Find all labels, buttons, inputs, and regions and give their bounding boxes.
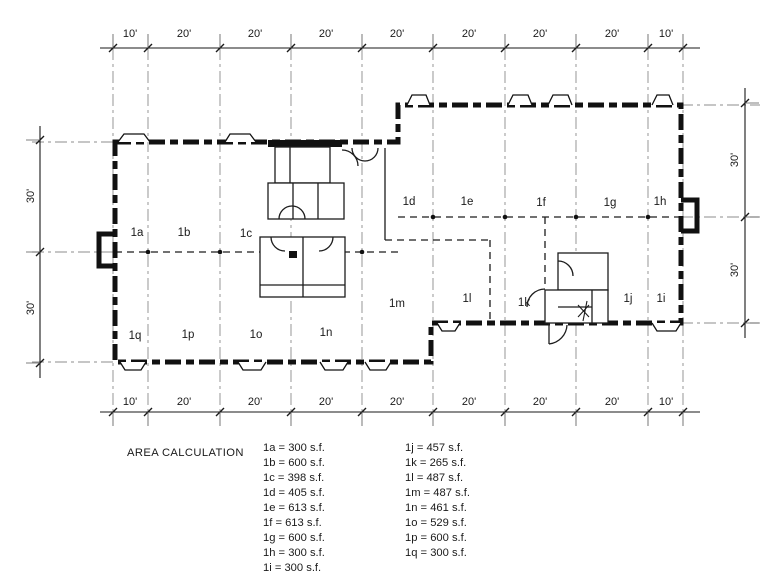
area-line: 1l = 487 s.f. [405,472,463,484]
room-label: 1c [240,228,252,240]
area-line: 1d = 405 s.f. [263,487,325,499]
dim-label: 20' [533,28,547,40]
area-line: 1k = 265 s.f. [405,457,466,469]
core-left [259,140,386,298]
room-label: 1b [178,227,191,239]
area-line: 1a = 300 s.f. [263,442,325,454]
area-calculation: AREA CALCULATION 1a = 300 s.f. 1b = 600 … [127,442,470,574]
grid-dot [359,249,365,255]
grid-horizontal-stubs [32,104,760,363]
dim-label: 20' [605,396,619,408]
grid-lines [32,48,760,412]
room-label: 1p [182,329,195,341]
entry-recess-left [96,231,115,269]
dim-label: 20' [248,28,262,40]
dim-label: 10' [659,396,673,408]
room-label: 1j [624,293,633,305]
area-calculation-title: AREA CALCULATION [127,447,244,459]
dimension-lines: 10' 20' 20' 20' 20' 20' 20' 20' 10' 10' … [25,28,759,426]
room-label: 1q [129,330,142,342]
area-line: 1f = 613 s.f. [263,517,322,529]
dim-label: 30' [25,301,37,315]
parapet-notches [117,94,682,371]
core-right [526,252,609,345]
room-label: 1k [518,297,530,309]
area-line: 1e = 613 s.f. [263,502,325,514]
grid-dot [573,214,579,220]
demising-grid-dots [145,214,651,255]
room-label: 1n [320,327,333,339]
dim-label: 30' [729,263,741,277]
dim-label: 20' [319,28,333,40]
core-inner-walls [260,147,386,297]
room-label: 1e [461,196,474,208]
stair-direction-arrow [577,300,590,322]
area-line: 1c = 398 s.f. [263,472,324,484]
area-line: 1m = 487 s.f. [405,487,470,499]
dimension-labels-bottom: 10' 20' 20' 20' 20' 20' 20' 20' 10' [123,396,673,408]
entry-recess-right [681,197,700,234]
area-line: 1g = 600 s.f. [263,532,325,544]
room-label: 1i [657,293,666,305]
area-line: 1o = 529 s.f. [405,517,467,529]
dim-label: 20' [533,396,547,408]
dimension-labels-top: 10' 20' 20' 20' 20' 20' 20' 20' 10' [123,28,673,40]
dim-label: 10' [123,28,137,40]
dim-label: 20' [319,396,333,408]
dim-label: 20' [177,396,191,408]
area-column-2: 1j = 457 s.f. 1k = 265 s.f. 1l = 487 s.f… [405,442,470,559]
grid-dot [145,249,151,255]
core-door-arcs [526,260,574,345]
area-column-1: 1a = 300 s.f. 1b = 600 s.f. 1c = 398 s.f… [263,442,325,574]
core-door-arcs [270,147,379,252]
grid-dot [217,249,223,255]
room-label: 1m [389,298,405,310]
dimension-line-paths [39,47,746,413]
room-label: 1a [131,227,144,239]
core-room [557,252,609,291]
dim-label: 30' [729,153,741,167]
dim-label: 10' [123,396,137,408]
dim-label: 20' [390,28,404,40]
dimension-extension-stubs [26,34,759,426]
core-shaft [289,251,297,258]
dim-label: 20' [605,28,619,40]
area-line: 1b = 600 s.f. [263,457,325,469]
core-room [274,146,331,184]
grid-dot [502,214,508,220]
dim-label: 30' [25,189,37,203]
dimension-labels-left: 30' 30' [25,189,37,315]
area-line: 1q = 300 s.f. [405,547,467,559]
core-wall-strip [268,140,342,147]
grid-dot [645,214,651,220]
area-line: 1p = 600 s.f. [405,532,467,544]
room-label: 1g [604,197,617,209]
dim-label: 20' [248,396,262,408]
area-line: 1n = 461 s.f. [405,502,467,514]
dim-label: 10' [659,28,673,40]
room-label: 1o [250,329,263,341]
dim-label: 20' [390,396,404,408]
area-line: 1h = 300 s.f. [263,547,325,559]
building-outline [96,94,700,371]
dim-label: 20' [462,396,476,408]
core-room [267,182,345,220]
area-line: 1j = 457 s.f. [405,442,463,454]
room-label: 1d [403,196,416,208]
demising-dashed-lines [115,216,681,321]
area-line: 1i = 300 s.f. [263,562,321,574]
dim-label: 20' [462,28,476,40]
room-label: 1h [654,196,667,208]
room-labels: 1a 1b 1c 1d 1e 1f 1g 1h 1i 1j 1k 1l 1m 1… [129,196,667,342]
dimension-labels-right: 30' 30' [729,153,741,277]
room-label: 1f [536,197,546,209]
grid-dot [430,214,436,220]
room-label: 1l [463,293,472,305]
dim-label: 20' [177,28,191,40]
